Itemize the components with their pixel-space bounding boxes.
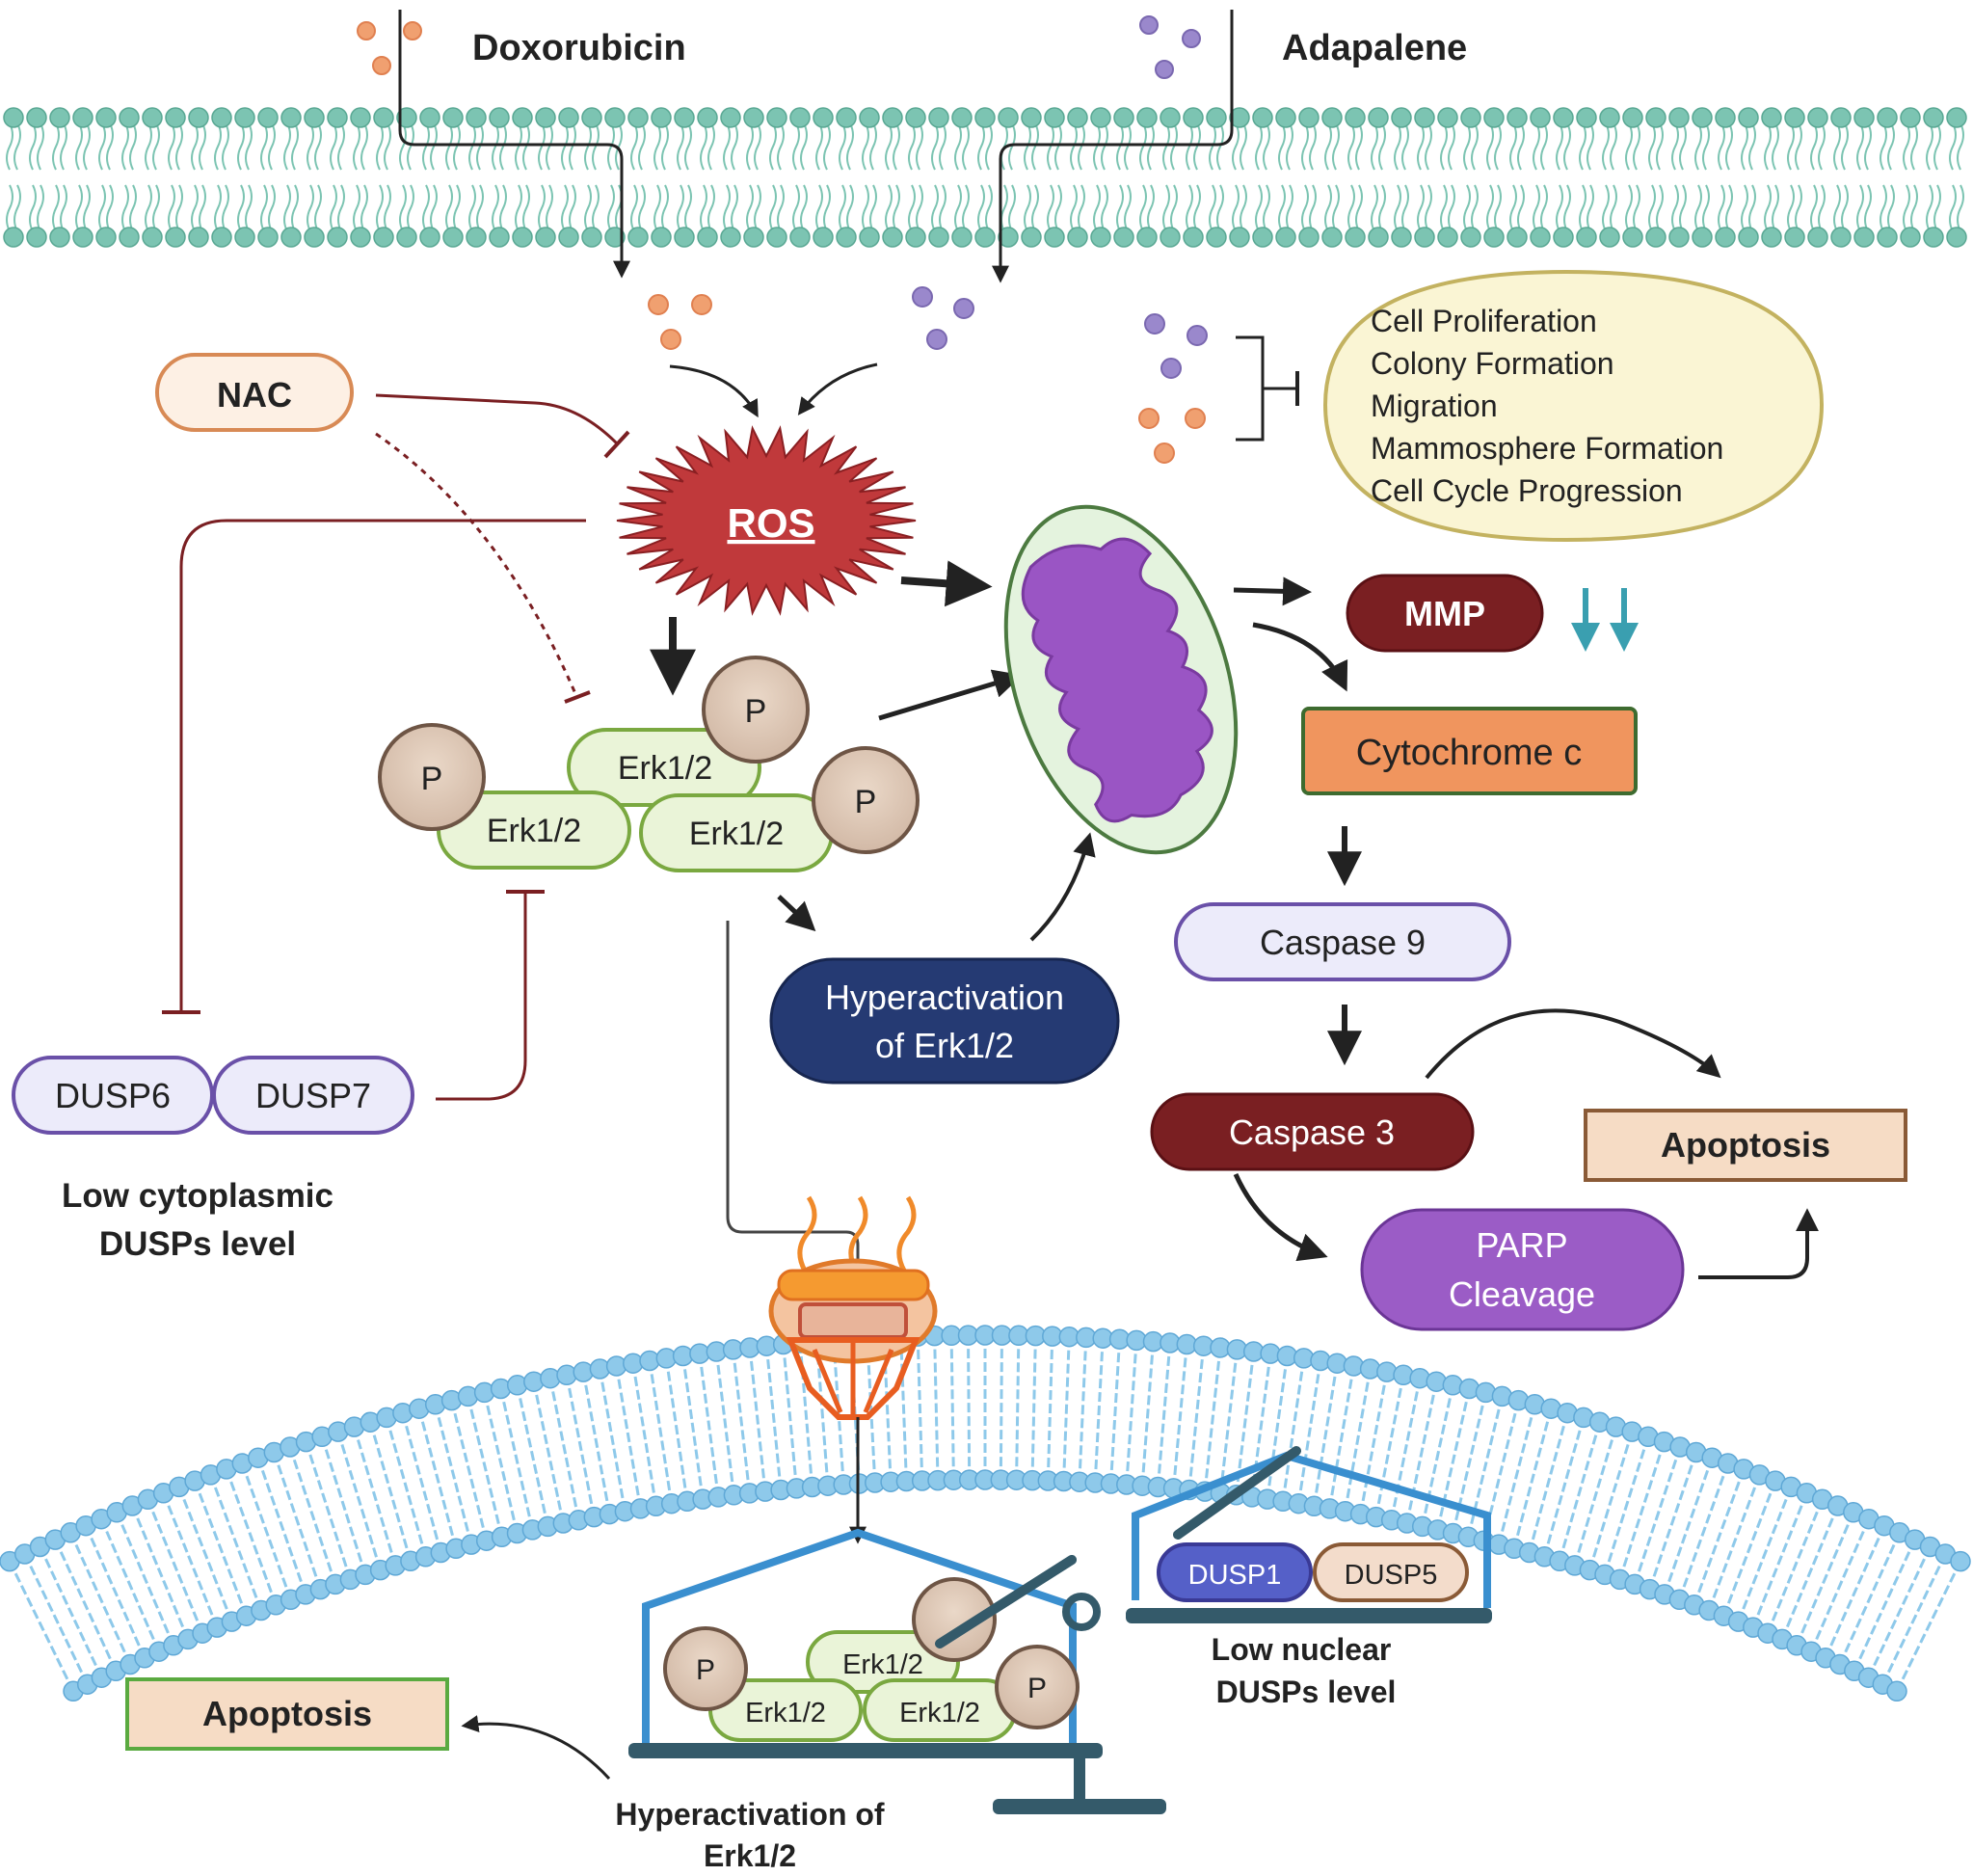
caspase3-node: Caspase 3: [1150, 1092, 1475, 1171]
mitochondrion: [1003, 504, 1239, 855]
mito-to-mmp-arrow: [1233, 576, 1312, 606]
erk-label-top: Erk1/2: [618, 750, 712, 787]
plasma-membrane: [3, 107, 1967, 248]
cyto-dusps-caption-2: DUSPs level: [99, 1225, 296, 1263]
nuc-phospho-left: [663, 1626, 748, 1711]
nuc-erk-label-left: Erk1/2: [745, 1698, 826, 1729]
hyper-line1: Hyperactivation: [825, 978, 1064, 1017]
apoptosis-left-node: Apoptosis: [125, 1677, 449, 1751]
erk-to-mito-arrow: [878, 669, 1023, 721]
doxorubicin-entry: Doxorubicin: [357, 10, 686, 279]
nuclear-membrane: [0, 1325, 1971, 1702]
mito-to-cytc-arrow: [1252, 622, 1348, 692]
adapalene-entry: Adapalene: [992, 10, 1467, 283]
nuc-phospho-label-left: P: [696, 1654, 715, 1686]
nuc-phospho-label-right: P: [1027, 1673, 1047, 1704]
doxorubicin-label: Doxorubicin: [472, 28, 686, 68]
mmp-decrease-arrows: [1571, 588, 1639, 652]
casp3-to-apoptosis-arrow: [1425, 1008, 1721, 1080]
effect-item: Mammosphere Formation: [1371, 431, 1723, 466]
dox-to-ros-arrow: [669, 364, 759, 418]
dusp1-pill: [1157, 1542, 1313, 1602]
dusp7-inhibits-erk: [436, 892, 527, 1101]
effect-item: Colony Formation: [1371, 346, 1614, 381]
caspase9-label: Caspase 9: [1260, 923, 1426, 962]
mmp-label: MMP: [1404, 594, 1485, 633]
phospho-label-right: P: [855, 784, 877, 820]
caspase3-label: Caspase 3: [1229, 1112, 1395, 1152]
apoptosis-right-node: Apoptosis: [1584, 1109, 1907, 1182]
dusp5-label: DUSP5: [1345, 1560, 1438, 1591]
nuclear-pore: [768, 1195, 938, 1420]
nuc-phospho-top: [912, 1577, 997, 1662]
effects-box: [1322, 269, 1825, 543]
erk-translocation-line: [726, 921, 860, 1263]
cyto-dusps-caption-1: Low cytoplasmic: [62, 1177, 333, 1215]
nuc-erk-label-top: Erk1/2: [842, 1649, 923, 1680]
nuc-dusps-caption-1: Low nuclear: [1212, 1632, 1392, 1667]
nac-node: NAC: [155, 353, 354, 432]
nac-inhibits-ros: [375, 393, 619, 445]
phospho-label-top: P: [745, 693, 767, 730]
erk-label-right: Erk1/2: [689, 816, 784, 852]
erk-complex-cytoplasm: Erk1/2 Erk1/2 Erk1/2 P P P: [378, 656, 920, 872]
cytochrome-c-node: Cytochrome c: [1301, 707, 1638, 795]
parp-node: PARP Cleavage: [1360, 1208, 1685, 1331]
doxorubicin-molecules: [648, 294, 712, 350]
parp-to-apoptosis-arrow: [1698, 1208, 1819, 1279]
parp-line2: Cleavage: [1449, 1274, 1595, 1314]
phospho-right: [812, 746, 920, 854]
nuc-hyper-caption-2: Erk1/2: [704, 1838, 796, 1871]
adapalene-molecules: [912, 286, 974, 350]
erk-to-hyper-arrow: [777, 895, 816, 932]
nac-label: NAC: [217, 375, 292, 415]
ros-to-mito-arrow: [900, 560, 993, 607]
phospho-left: [378, 723, 486, 831]
dusp7-label: DUSP7: [255, 1076, 371, 1115]
erk-label-left: Erk1/2: [487, 813, 581, 849]
nuc-dusps-caption-2: DUSPs level: [1216, 1675, 1397, 1709]
effect-item: Cell Proliferation: [1371, 304, 1597, 338]
ros-label: ROS: [727, 500, 814, 546]
erk-complex-nucleus: Erk1/2 Erk1/2 Erk1/2 P P: [663, 1555, 1080, 1742]
hyper-to-mito-arrow: [1029, 832, 1096, 942]
cytochrome-label: Cytochrome c: [1356, 733, 1582, 773]
ros-node: ROS: [616, 425, 917, 616]
dusp1-label: DUSP1: [1188, 1560, 1282, 1591]
effect-item: Cell Cycle Progression: [1371, 473, 1683, 508]
ros-inhibits-dusp6: [179, 519, 586, 1012]
ada-to-ros-arrow: [797, 362, 878, 415]
nac-inhibits-erk: [375, 432, 578, 697]
dusp7-pill: [212, 1056, 414, 1135]
caspase9-node: Caspase 9: [1174, 902, 1511, 981]
apoptosis-right-label: Apoptosis: [1661, 1125, 1830, 1165]
nuclear-balance-right: DUSP1 DUSP5: [1126, 1446, 1492, 1623]
casp3-to-parp-arrow: [1233, 1172, 1328, 1262]
phospho-label-left: P: [421, 761, 443, 797]
hyper-to-apoptosis-arrow: [461, 1715, 611, 1781]
apoptosis-left-label: Apoptosis: [202, 1694, 372, 1733]
adapalene-label: Adapalene: [1282, 28, 1467, 68]
dusp5-pill: [1313, 1542, 1469, 1602]
nuc-erk-label-right: Erk1/2: [899, 1698, 980, 1729]
effect-item: Migration: [1371, 389, 1498, 423]
phospho-top: [702, 656, 810, 764]
dusp6-label: DUSP6: [55, 1076, 171, 1115]
nuc-phospho-right: [995, 1645, 1080, 1729]
parp-line1: PARP: [1476, 1225, 1567, 1265]
mmp-node: MMP: [1346, 574, 1544, 653]
cytoplasmic-dusps: DUSP6 DUSP7 Low cytoplasmic DUSPs level: [12, 1056, 414, 1263]
hyper-line2: of Erk1/2: [875, 1026, 1014, 1065]
hyperactivation-cytoplasm: Hyperactivation of Erk1/2: [769, 957, 1120, 1085]
nuc-hyper-caption-1: Hyperactivation of: [615, 1797, 885, 1832]
